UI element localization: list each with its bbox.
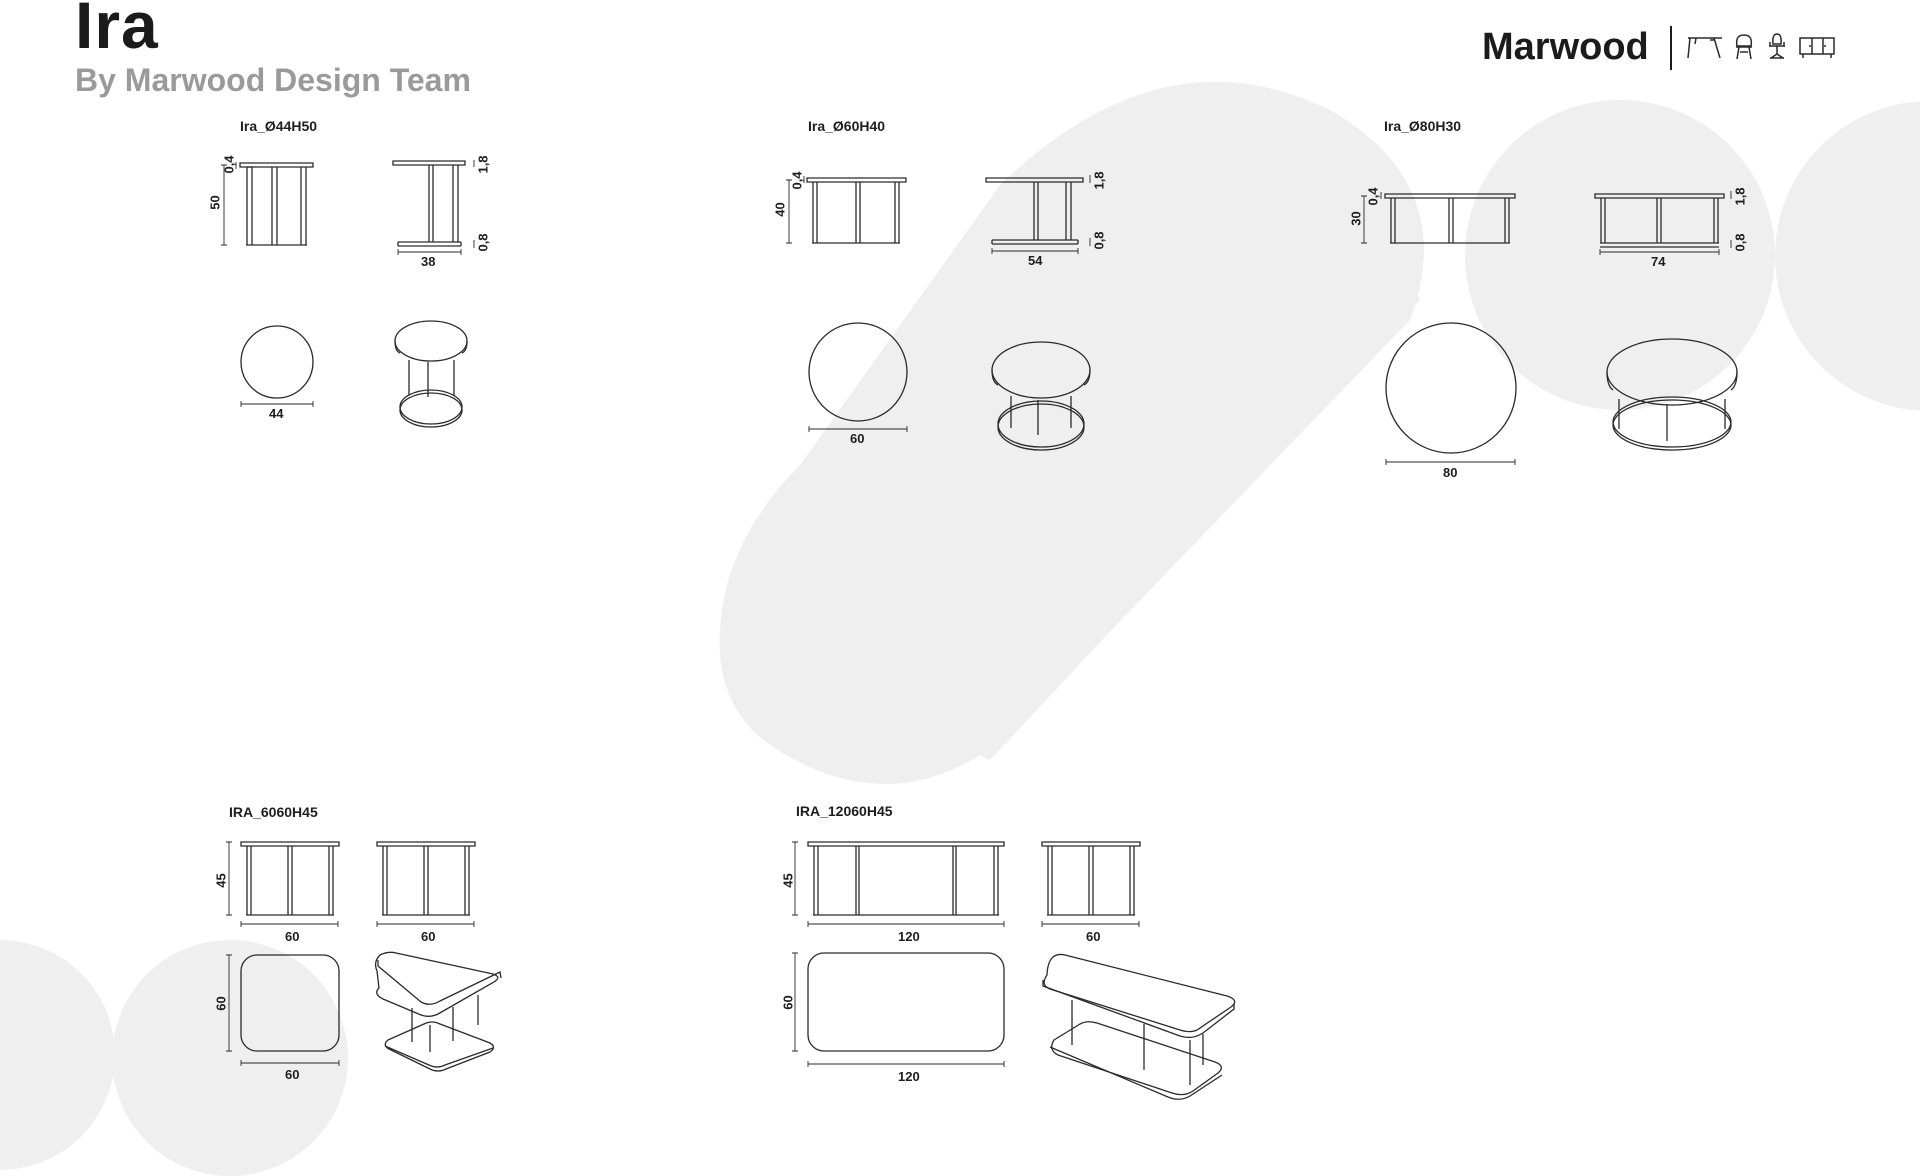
plan-view-drawing [1386, 323, 1516, 465]
top-thickness-dimension: 0,4 [789, 171, 805, 190]
depth-dimension: 60 [421, 929, 436, 944]
side-view-drawing [1042, 842, 1140, 927]
top-overhang-dimension: 1,8 [475, 155, 491, 174]
perspective-view-drawing [1043, 954, 1235, 1099]
plan-view-drawing [809, 323, 907, 432]
width-dimension: 60 [285, 1067, 300, 1082]
office-chair-icon [1769, 33, 1785, 59]
side-view-drawing [393, 160, 474, 255]
depth-dimension: 60 [213, 996, 229, 1011]
circle-shape [1465, 100, 1775, 410]
width-dimension: 120 [898, 1069, 920, 1084]
top-thickness-dimension: 0,4 [221, 155, 237, 174]
top-overhang-dimension: 1,8 [1091, 171, 1107, 190]
front-view-drawing [786, 176, 906, 243]
chair-icon [1735, 34, 1753, 60]
circle-shape [112, 940, 348, 1176]
brand-logo: Marwood [1482, 26, 1649, 68]
side-view-drawing [986, 175, 1090, 254]
circle-shape [0, 940, 115, 1170]
page-subtitle: By Marwood Design Team [75, 62, 471, 98]
sideboard-icon [1799, 37, 1835, 58]
depth-dimension: 60 [780, 995, 796, 1010]
diameter-dimension: 80 [1443, 465, 1458, 480]
front-view-drawing [792, 842, 1004, 927]
plan-view-drawing [226, 955, 339, 1066]
width-dimension: 60 [285, 929, 300, 944]
model-code-label: IRA_6060H45 [229, 804, 318, 820]
base-thickness-dimension: 0,8 [475, 233, 491, 252]
perspective-view-drawing [376, 952, 501, 1071]
model-code-label: Ira_Ø60H40 [808, 118, 886, 134]
width-dimension: 74 [1651, 254, 1666, 269]
height-dimension: 30 [1348, 211, 1364, 226]
top-overhang-dimension: 1,8 [1732, 187, 1748, 206]
width-dimension: 120 [898, 929, 920, 944]
base-thickness-dimension: 0,8 [1732, 233, 1748, 252]
perspective-view-drawing [395, 321, 467, 427]
top-thickness-dimension: 0,4 [1365, 187, 1381, 206]
front-view-drawing [221, 162, 313, 245]
front-view-drawing [226, 842, 339, 927]
height-dimension: 45 [780, 873, 796, 888]
height-dimension: 40 [772, 202, 788, 217]
width-dimension: 54 [1028, 253, 1043, 268]
height-dimension: 45 [213, 873, 229, 888]
model-code-label: Ira_Ø80H30 [1384, 118, 1462, 134]
front-view-drawing [1361, 192, 1515, 243]
diameter-dimension: 44 [269, 406, 284, 421]
brand-divider [1670, 26, 1672, 70]
base-thickness-dimension: 0,8 [1091, 231, 1107, 250]
side-view-drawing [377, 842, 475, 927]
diameter-dimension: 60 [850, 431, 865, 446]
plan-view-drawing [792, 953, 1004, 1067]
plan-view-drawing [241, 326, 313, 407]
height-dimension: 50 [207, 195, 223, 210]
model-code-label: IRA_12060H45 [796, 803, 893, 819]
depth-dimension: 60 [1086, 929, 1101, 944]
table-icon [1687, 37, 1722, 59]
perspective-view-drawing [992, 342, 1090, 450]
width-dimension: 38 [421, 254, 436, 269]
page-title: Ira [75, 0, 159, 62]
model-code-label: Ira_Ø44H50 [240, 118, 318, 134]
circle-shape [1775, 101, 1920, 411]
side-view-drawing [1595, 191, 1731, 255]
perspective-view-drawing [1607, 339, 1737, 450]
